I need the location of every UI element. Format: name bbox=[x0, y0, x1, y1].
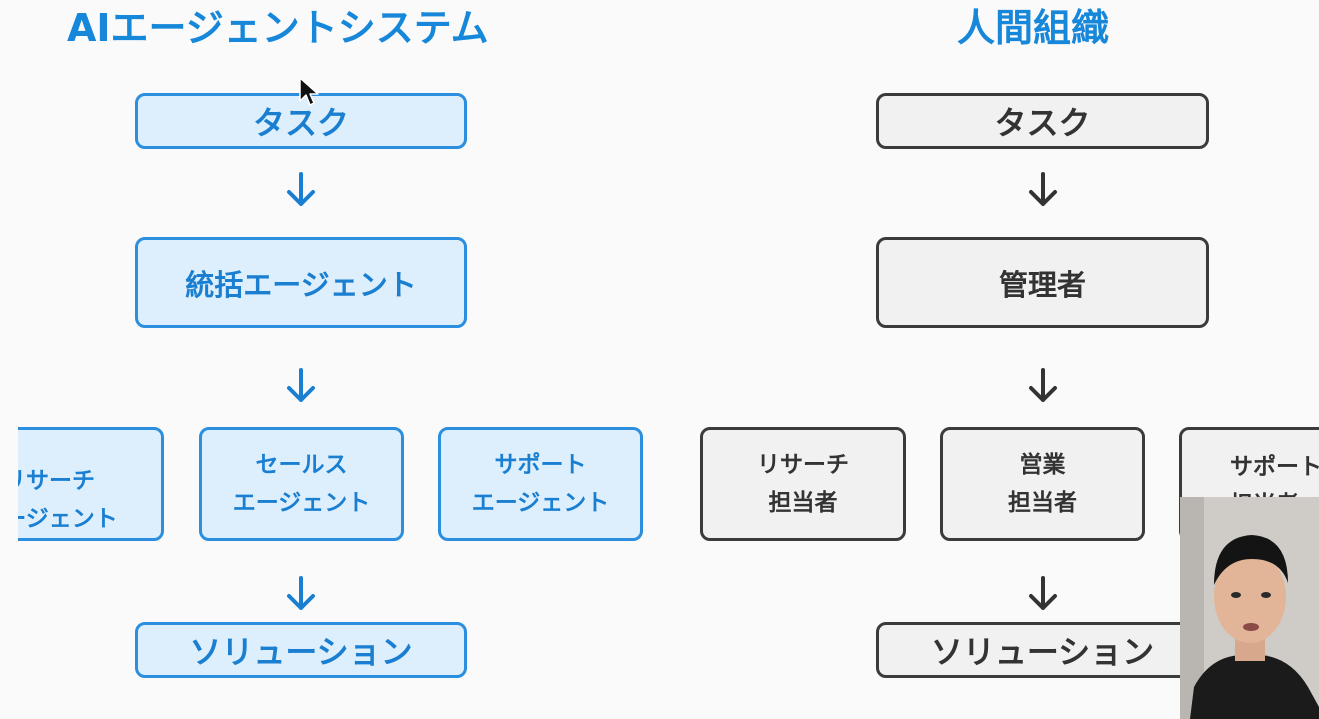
research-staff-line2: 担当者 bbox=[768, 490, 838, 516]
sales-agent-line2: エージェント bbox=[232, 490, 371, 516]
support-staff-line1: サポート bbox=[1230, 454, 1319, 480]
human-solution-label: ソリューション bbox=[930, 633, 1155, 671]
down-arrow-icon bbox=[1025, 366, 1061, 406]
down-arrow-icon bbox=[283, 574, 319, 614]
manager-label: 管理者 bbox=[998, 267, 1086, 302]
support-agent-line2: エージェント bbox=[471, 490, 610, 516]
support-agent-box: サポート エージェント bbox=[438, 427, 643, 541]
research-agent-line2: エージェント bbox=[18, 506, 118, 532]
coordinator-agent-box: 統括エージェント bbox=[135, 237, 467, 328]
down-arrow-icon bbox=[283, 366, 319, 406]
down-arrow-icon bbox=[283, 170, 319, 210]
research-staff-box: リサーチ 担当者 bbox=[700, 427, 906, 541]
sales-staff-line2: 担当者 bbox=[1008, 490, 1077, 516]
sales-agent-box: セールス エージェント bbox=[199, 427, 404, 541]
research-agent-line1: リサーチ bbox=[18, 468, 95, 494]
coordinator-agent-label: 統括エージェント bbox=[185, 267, 417, 302]
manager-box: 管理者 bbox=[876, 237, 1209, 328]
research-staff-line1: リサーチ bbox=[757, 452, 849, 478]
sales-agent-line1: セールス bbox=[255, 452, 348, 478]
left-edge-mask bbox=[0, 0, 18, 719]
research-agent-clip: リサーチ エージェント bbox=[18, 427, 164, 541]
support-agent-line1: サポート bbox=[494, 452, 587, 478]
human-solution-box: ソリューション bbox=[876, 622, 1209, 678]
research-agent-box: リサーチ エージェント bbox=[18, 427, 164, 541]
human-task-label: タスク bbox=[994, 104, 1091, 142]
ai-system-title: AIエージェントシステム bbox=[67, 6, 489, 50]
ai-task-label: タスク bbox=[252, 104, 349, 142]
ai-solution-label: ソリューション bbox=[189, 633, 413, 671]
human-task-box: タスク bbox=[876, 93, 1209, 149]
mouse-cursor-icon bbox=[298, 76, 320, 108]
sales-staff-line1: 営業 bbox=[1019, 452, 1066, 478]
presenter-image bbox=[1180, 497, 1319, 719]
webcam-overlay bbox=[1180, 497, 1319, 719]
human-org-title: 人間組織 bbox=[957, 6, 1110, 50]
ai-solution-box: ソリューション bbox=[135, 622, 467, 678]
sales-staff-box: 営業 担当者 bbox=[940, 427, 1145, 541]
down-arrow-icon bbox=[1025, 574, 1061, 614]
down-arrow-icon bbox=[1025, 170, 1061, 210]
